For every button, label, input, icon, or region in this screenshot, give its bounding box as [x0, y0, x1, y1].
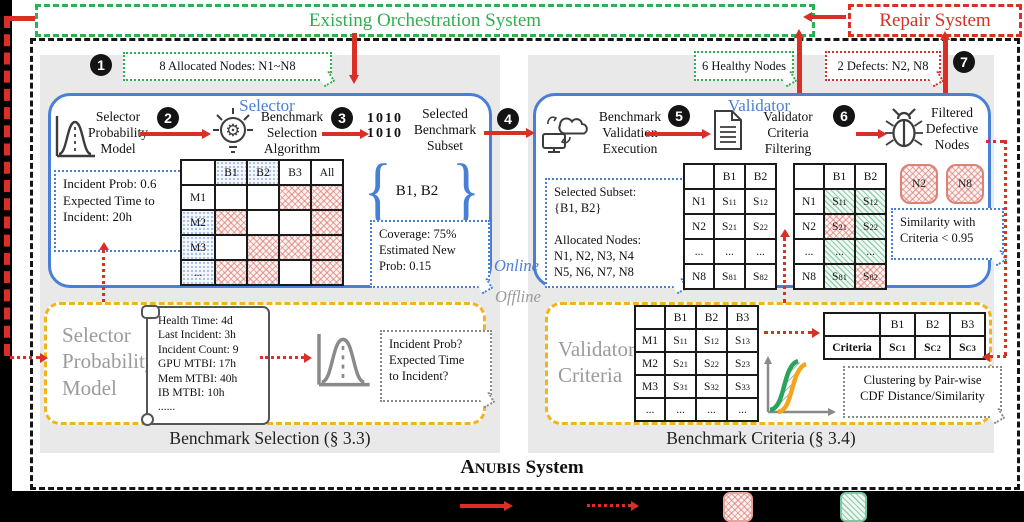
arrow-step3 — [322, 132, 360, 136]
coverage-note: Coverage: 75% Estimated New Prob: 0.15 — [370, 220, 490, 288]
arrow-defects-to-repair — [943, 40, 948, 93]
arrow-repair-to-orchestration — [812, 15, 846, 19]
benchmark-selection-caption: Benchmark Selection (§ 3.3) — [169, 428, 371, 448]
cloud-execution-icon — [542, 116, 588, 153]
arrow-healthy-to-orchestration — [797, 38, 802, 93]
arrow-step5 — [646, 132, 702, 136]
offline-criteria-title: Validator Criteria — [558, 337, 635, 388]
node-health-scroll: Health Time: 4d Last Incident: 3h Incide… — [141, 305, 270, 426]
selected-benchmark-subset-label: Selected Benchmark Subset — [413, 106, 477, 153]
benchmark-selection-algorithm-label: Benchmark Selection Algorithm — [260, 109, 324, 156]
selected-subset-note: Selected Subset: {B1, B2} Allocated Node… — [545, 178, 685, 288]
validator-criteria-filtering-label: Validator Criteria Filtering — [763, 109, 813, 156]
defects-label: 2 Defects: N2, N8 — [825, 51, 941, 81]
algorithm-idea-gear-icon: ⚙ — [213, 108, 253, 153]
brand-system: System — [525, 457, 584, 478]
incident-probability-note: Incident Prob: 0.6 Expected Time to Inci… — [54, 170, 188, 252]
legend-solid-arrow — [460, 504, 504, 508]
existing-orchestration-system-box: Existing Orchestration System — [35, 4, 815, 37]
step-2: 2 — [157, 107, 179, 129]
defective-node-n8: N8 — [946, 164, 984, 204]
online-label: Online — [494, 256, 539, 275]
healthy-nodes-text: 6 Healthy Nodes — [701, 58, 786, 73]
step-3: 3 — [331, 107, 353, 129]
offline-label: Offline — [495, 287, 541, 306]
step-6: 6 — [833, 105, 855, 127]
orchestration-title: Existing Orchestration System — [308, 9, 542, 31]
step-1: 1 — [90, 54, 112, 76]
arrow-offline-model-to-online — [102, 250, 105, 302]
similarity-note: Similarity with Criteria < 0.95 — [891, 208, 1004, 260]
selector-prob-model-label: Selector Probability Model — [88, 109, 148, 156]
arrow-scroll-to-model — [260, 356, 304, 359]
allocated-nodes-text: 8 Allocated Nodes: N1~N8 — [159, 59, 296, 73]
bug-icon — [885, 108, 923, 148]
left-feed-connector — [4, 16, 35, 21]
validator-title: Validator — [727, 96, 791, 115]
defects-text: 2 Defects: N2, N8 — [837, 58, 929, 73]
arrow-matrix-to-criteria — [764, 331, 812, 334]
legend-dotted-arrow — [587, 504, 631, 507]
probability-distribution-icon — [55, 116, 95, 158]
defective-path-top — [986, 140, 1004, 143]
arrow-step2 — [140, 132, 202, 136]
step-7: 7 — [953, 51, 975, 73]
defective-path-side — [1004, 140, 1007, 356]
step-5: 5 — [668, 105, 690, 127]
clustering-note: Clustering by Pair-wise CDF Distance/Sim… — [843, 366, 1002, 418]
binary-subset-icon: 1010 1010 — [367, 111, 403, 141]
brace-open: { — [364, 148, 392, 233]
incident-question-note: Incident Prob? Expected Time to Incident… — [380, 330, 492, 402]
cdf-curves-icon — [764, 356, 836, 416]
arrow-feed-to-offline-model — [10, 356, 40, 359]
filtered-defective-nodes-label: Filtered Defective Nodes — [925, 105, 979, 152]
healthy-nodes-label: 6 Healthy Nodes — [694, 51, 794, 81]
brand-a: A — [460, 456, 475, 478]
allocated-nodes-label: 8 Allocated Nodes: N1~N8 — [123, 52, 332, 81]
defective-node-n2: N2 — [900, 164, 938, 204]
offline-distribution-icon — [317, 334, 370, 387]
selector-title: Selector — [239, 96, 295, 115]
benchmark-validation-execution-label: Benchmark Validation Execution — [598, 109, 662, 156]
criteria-document-icon — [714, 110, 742, 150]
arrow-allocated-into-selector — [352, 33, 357, 75]
repair-system-box: Repair System — [848, 4, 1022, 37]
step-4: 4 — [497, 108, 519, 130]
arrow-step6 — [856, 132, 878, 136]
repair-title: Repair System — [879, 9, 991, 31]
arrow-step4 — [484, 131, 526, 135]
legend-green-hatch-swatch — [840, 492, 867, 522]
arrow-defective-to-criteria — [990, 355, 1006, 358]
benchmark-criteria-caption: Benchmark Criteria (§ 3.4) — [666, 428, 856, 448]
brand-nubis: NUBIS — [474, 461, 521, 477]
subset-value: B1, B2 — [395, 183, 439, 199]
offline-selector-title: Selector Probability Model — [62, 323, 156, 400]
left-feed-line — [4, 16, 10, 356]
legend-red-hatch-swatch — [723, 492, 753, 522]
brace-close: } — [452, 148, 480, 233]
svg-text:⚙: ⚙ — [225, 121, 240, 140]
arrow-criteria-to-filtering — [783, 237, 786, 303]
